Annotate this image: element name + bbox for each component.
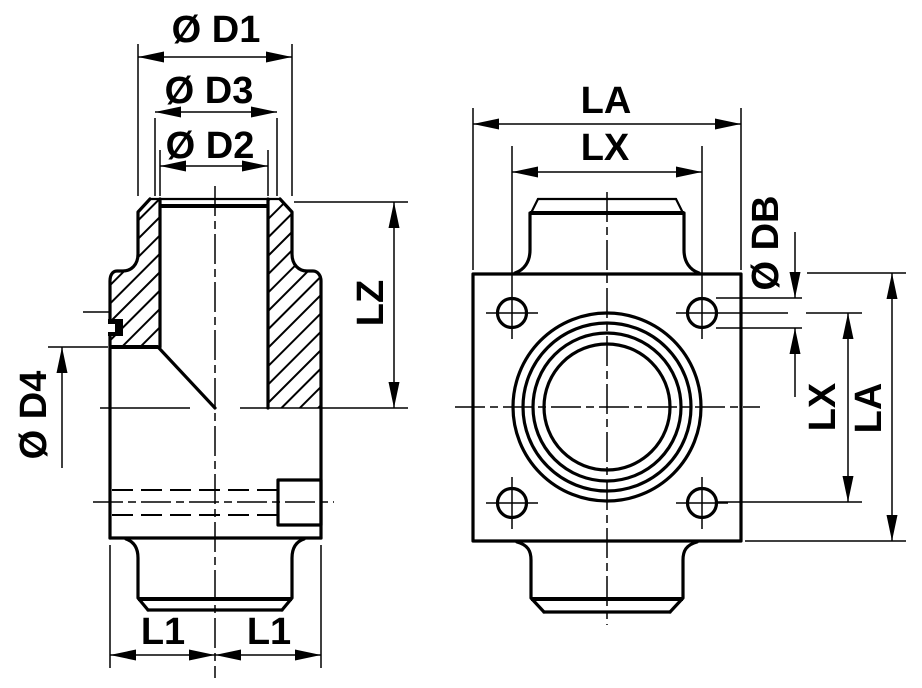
dim-label-lz: LZ [350,280,392,326]
dim-lx-side: LX [716,313,862,503]
outer-profile-right [278,197,323,540]
dim-d1: Ø D1 [137,9,293,196]
hatch-left-wall [110,199,160,347]
bottom-boss-side-right [668,540,699,614]
dim-label-d4: Ø D4 [13,371,55,460]
bottom-neck-right [280,537,306,612]
dim-label-d2: Ø D2 [166,125,255,167]
dim-db: Ø DB [716,196,862,397]
dim-d4: Ø D4 [13,346,190,468]
dim-la-top: LA [472,80,742,270]
dim-d2: Ø D2 [159,125,269,196]
top-boss-chamfer-left [529,197,540,215]
dim-d3: Ø D3 [154,70,278,196]
dim-label-la-side: LA [848,383,890,434]
bolt-hole-bottom-left [486,477,538,529]
top-boss-side-right [682,211,701,275]
dim-label-l1-right: L1 [247,611,291,653]
bolt-hole-bottom-right [676,477,728,529]
dim-lx-top: LX [511,127,703,287]
bolt-hole-top-right [676,287,728,339]
dim-label-d1: Ø D1 [172,9,261,51]
dim-label-lx-top: LX [581,127,630,169]
hatch-right-wall [268,199,321,408]
dim-label-la-top: LA [581,80,632,122]
dim-label-l1-left: L1 [141,611,185,653]
seal-groove-slot [106,324,115,332]
dim-lz: LZ [240,201,408,409]
dim-la-side: LA [745,272,906,542]
dim-label-lx-side: LX [802,382,844,431]
top-boss-side-left [513,211,532,275]
top-boss-chamfer-right [674,197,685,215]
dim-l1: L1 L1 [109,545,322,668]
bottom-neck-left [124,537,150,612]
bottom-boss-side-left [515,540,546,614]
front-view: LA LX Ø DB LX LA [455,80,906,625]
dim-label-db: Ø DB [745,196,787,291]
dim-label-d3: Ø D3 [165,70,254,112]
cone-diagonal [156,345,217,410]
outer-profile-left [108,197,152,540]
section-view: Ø D1 Ø D3 Ø D2 LZ [13,9,408,678]
bolt-hole-top-left [486,287,538,339]
